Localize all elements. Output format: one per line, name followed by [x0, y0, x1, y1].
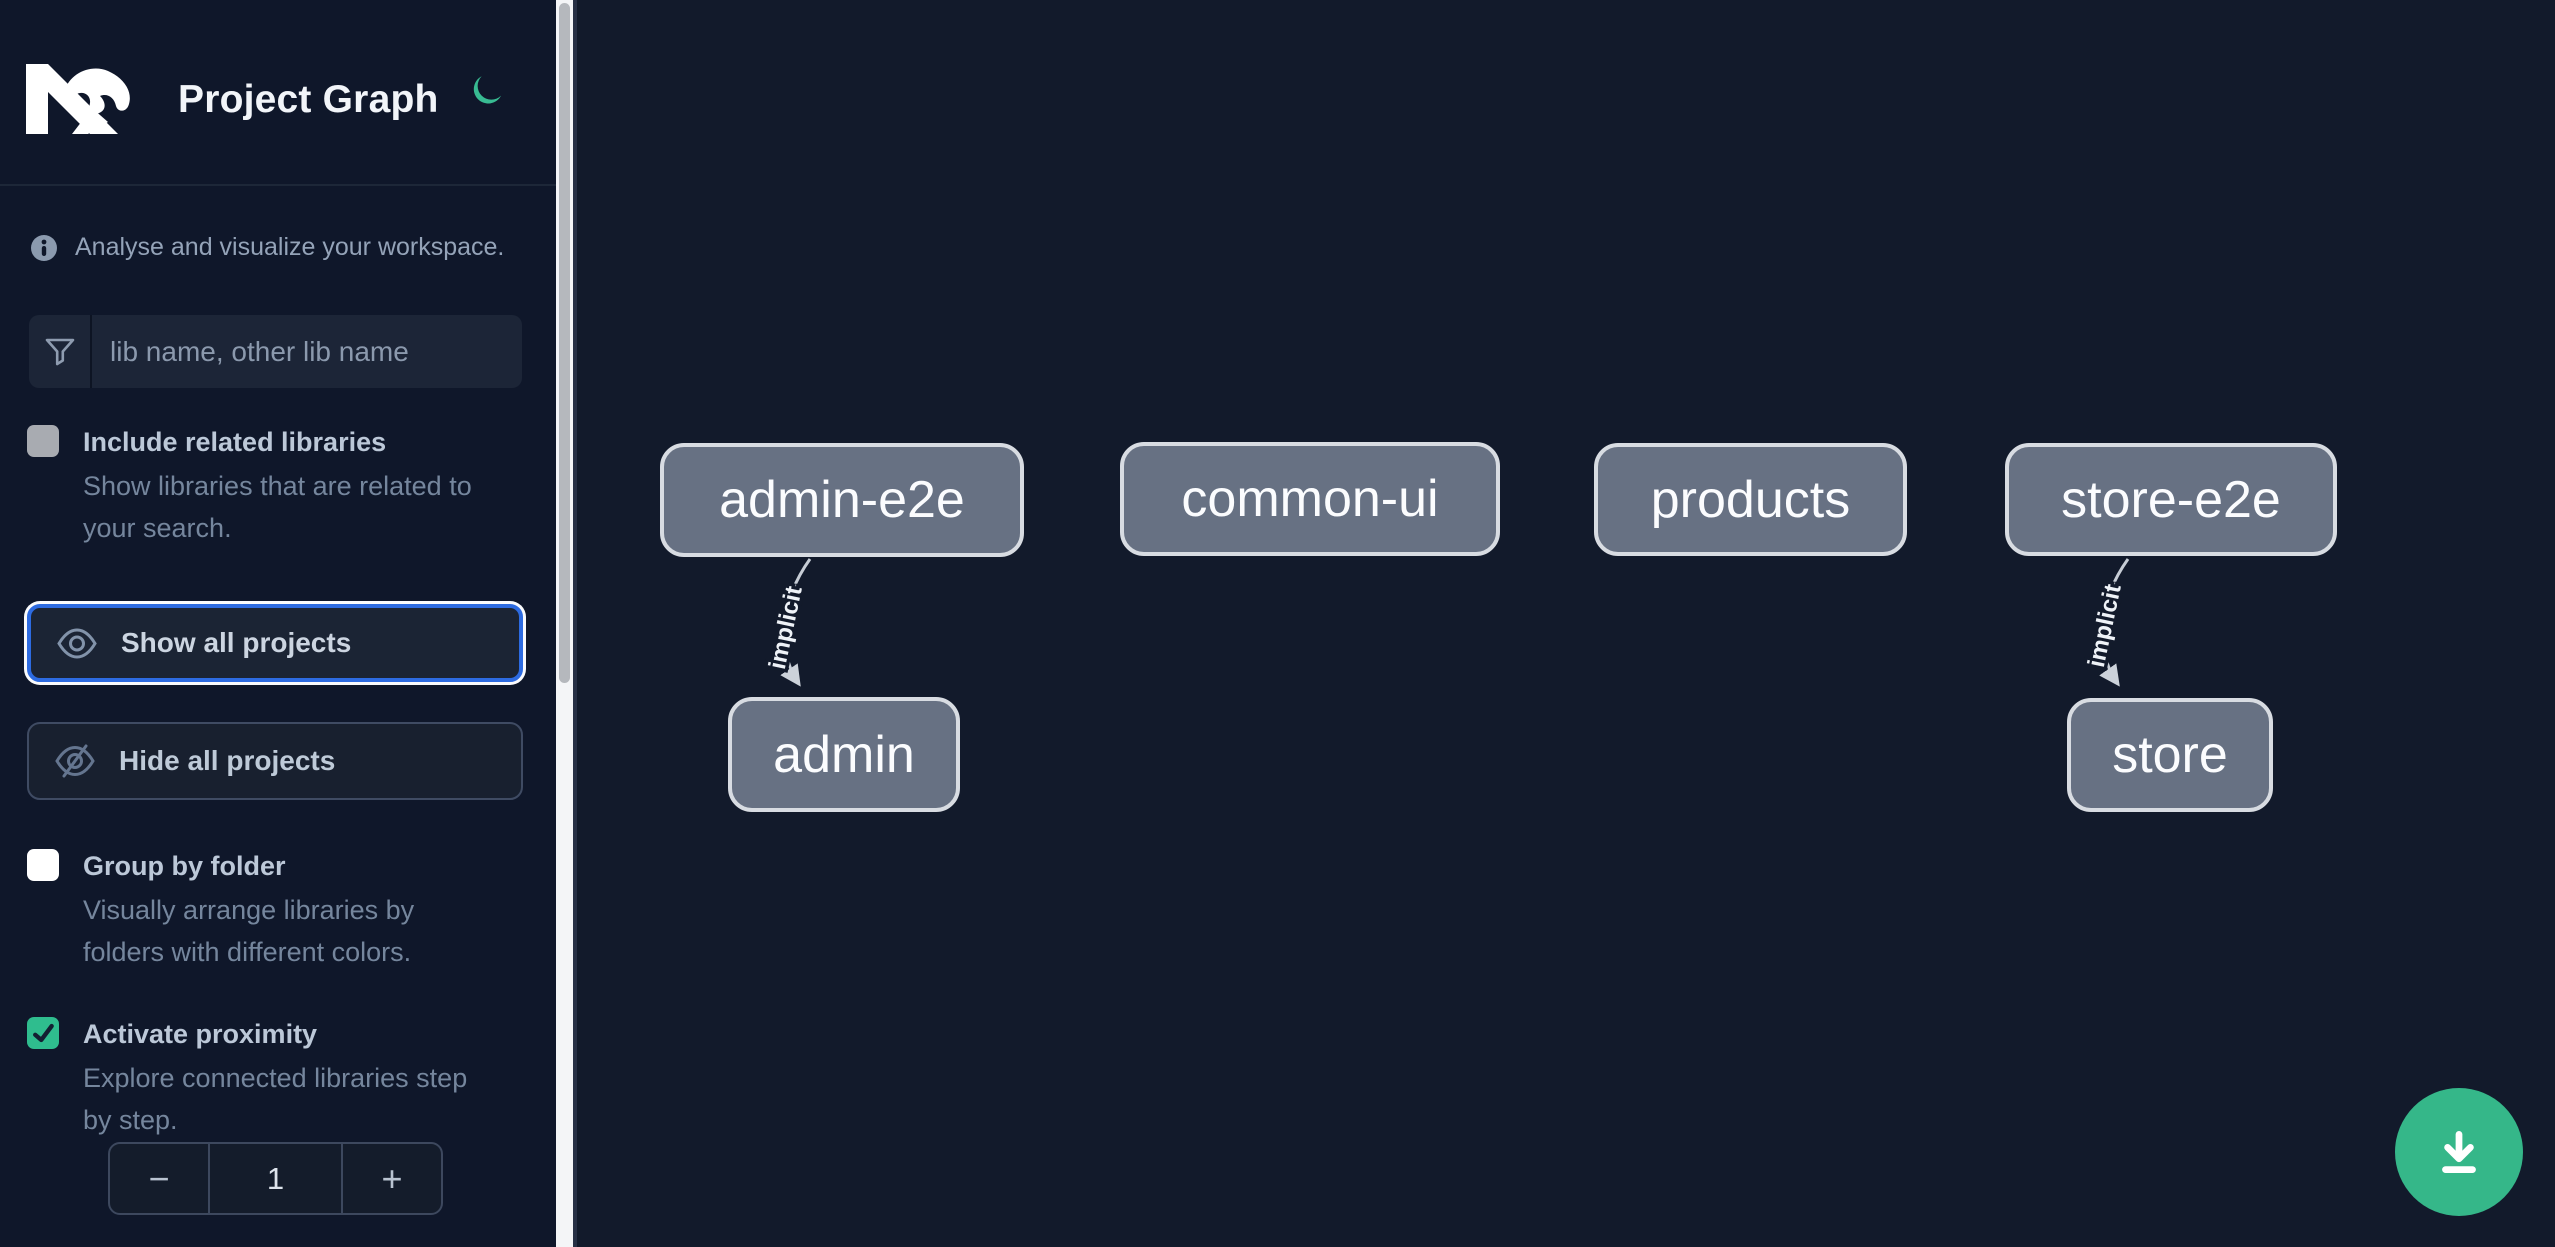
option-description: Visually arrange libraries by folders wi… [83, 895, 415, 967]
edge-store-e2e-to-store[interactable]: implicit [2079, 558, 2130, 687]
project-node-admin[interactable]: admin [728, 697, 960, 812]
edge-admin-e2e-to-admin[interactable]: implicit [760, 558, 811, 687]
option-group-by-folder: Group by folder Visually arrange librari… [27, 849, 527, 1009]
include-related-checkbox[interactable] [27, 425, 59, 457]
edge-label: implicit [2083, 582, 2127, 670]
option-include-related: Include related libraries Show libraries… [27, 425, 527, 585]
tagline-text: Analyse and visualize your workspace. [75, 233, 505, 261]
option-description: Show libraries that are related to your … [83, 471, 472, 543]
activate-proximity-checkbox[interactable] [27, 1017, 59, 1049]
check-icon [33, 1023, 54, 1043]
info-icon [31, 234, 57, 261]
option-activate-proximity: Activate proximity Explore connected lib… [27, 1017, 527, 1177]
graph-canvas[interactable]: implicit implicit admin-e2e common-ui pr… [573, 0, 2555, 1247]
project-node-products[interactable]: products [1594, 443, 1907, 556]
moon-icon [473, 75, 502, 104]
search-input[interactable] [92, 315, 522, 388]
theme-toggle-button[interactable] [466, 72, 506, 112]
search-box [29, 315, 522, 388]
group-by-folder-checkbox[interactable] [27, 849, 59, 881]
eye-icon [57, 627, 97, 659]
edge-label: implicit [764, 584, 808, 672]
stepper-decrement-button[interactable]: − [110, 1144, 208, 1213]
sidebar-scrollbar-track [556, 0, 573, 1247]
page-title: Project Graph [178, 78, 439, 121]
download-graph-button[interactable] [2395, 1088, 2523, 1216]
option-label: Activate proximity [83, 1019, 318, 1049]
tagline-row: Analyse and visualize your workspace. [30, 233, 504, 262]
funnel-icon [29, 315, 92, 388]
option-description: Explore connected libraries step by step… [83, 1063, 468, 1135]
stepper-increment-button[interactable]: + [343, 1144, 441, 1213]
project-node-store-e2e[interactable]: store-e2e [2005, 443, 2337, 556]
sidebar: Project Graph Analyse and visualize your… [0, 0, 556, 1247]
download-icon [2442, 1130, 2476, 1174]
button-label: Hide all projects [119, 745, 336, 776]
project-node-store[interactable]: store [2067, 698, 2273, 812]
project-node-admin-e2e[interactable]: admin-e2e [660, 443, 1024, 557]
header-divider [0, 184, 556, 186]
proximity-stepper: − 1 + [108, 1142, 443, 1215]
hide-all-projects-button[interactable]: Hide all projects [27, 722, 523, 800]
show-all-projects-button[interactable]: Show all projects [27, 604, 523, 682]
nx-logo [26, 64, 130, 134]
eye-off-icon [55, 744, 95, 778]
button-label: Show all projects [121, 627, 352, 658]
project-node-common-ui[interactable]: common-ui [1120, 442, 1500, 556]
option-label: Group by folder [83, 851, 286, 881]
option-label: Include related libraries [83, 427, 387, 457]
sidebar-scrollbar-thumb[interactable] [559, 3, 570, 683]
stepper-value: 1 [208, 1144, 343, 1213]
graph-edges: implicit implicit [760, 558, 2130, 687]
